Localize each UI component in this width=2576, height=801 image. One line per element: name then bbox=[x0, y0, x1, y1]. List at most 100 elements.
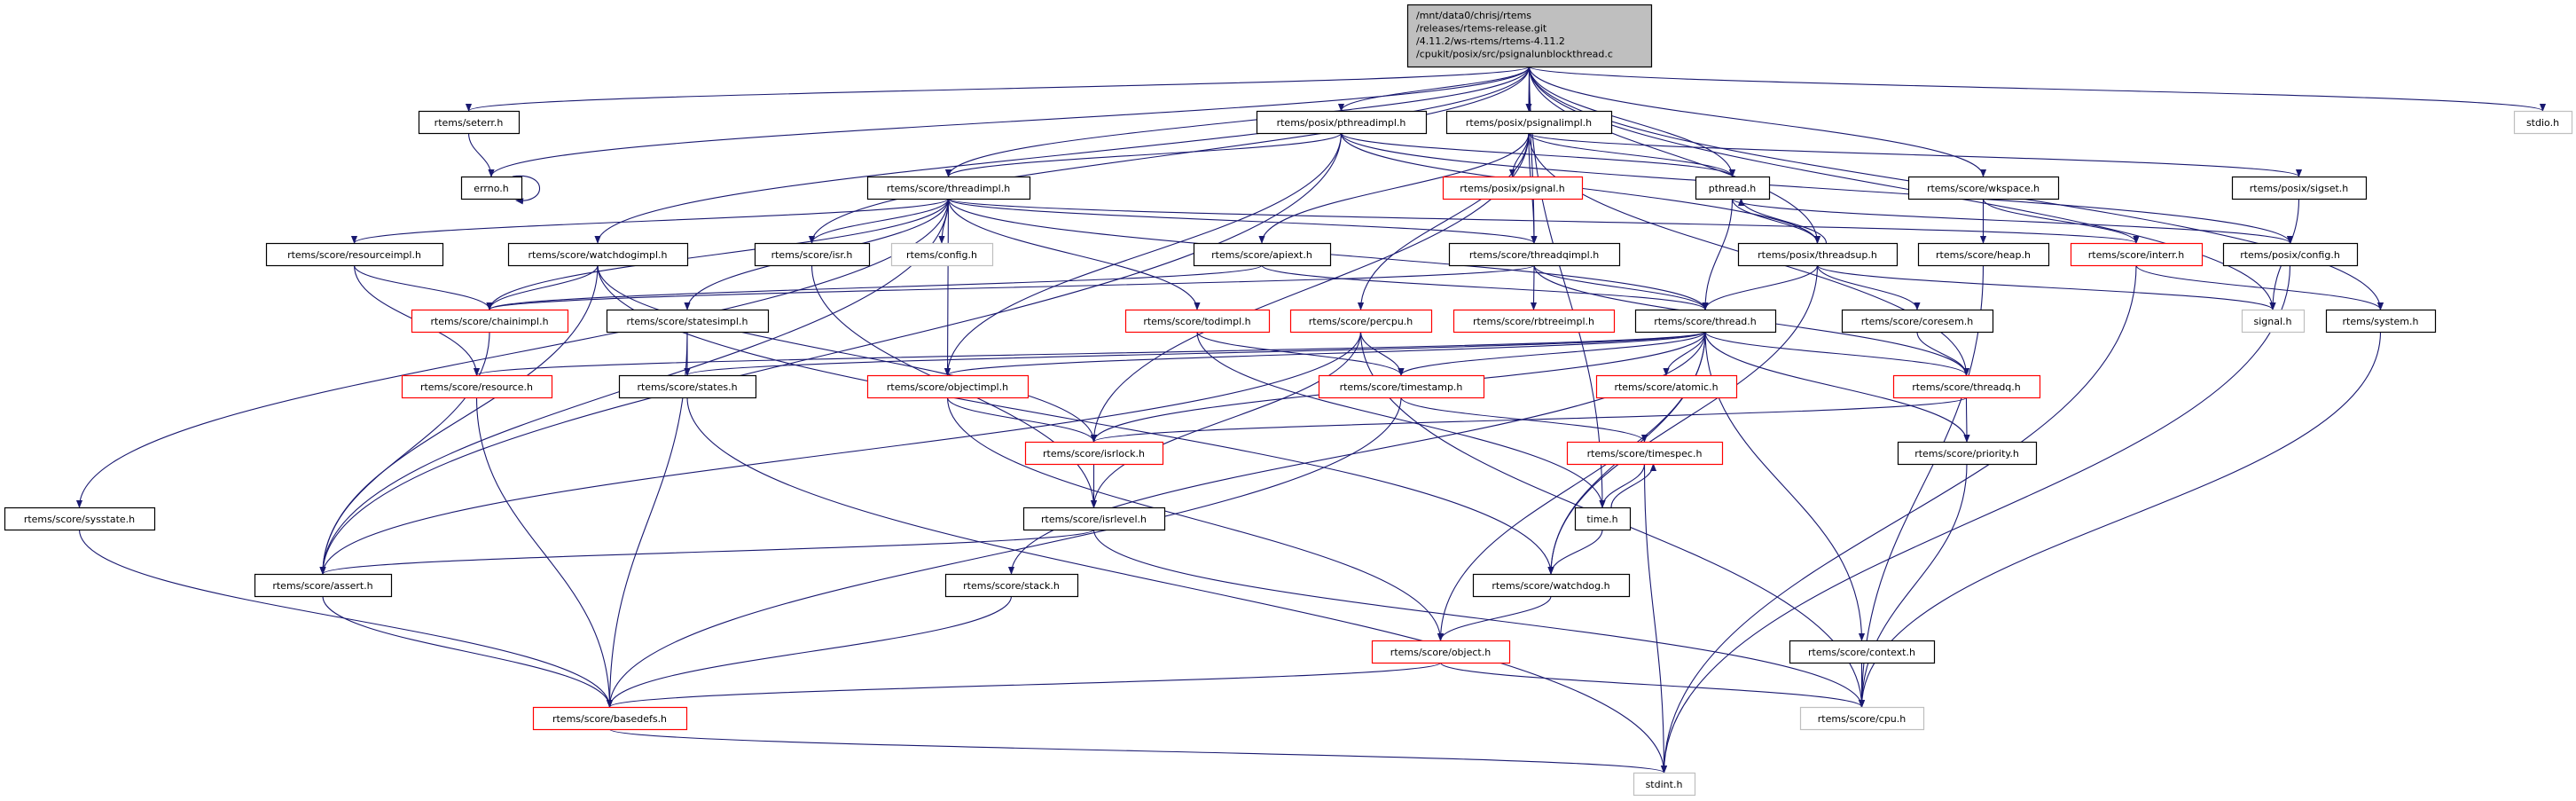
node-posixconfig[interactable]: rtems/posix/config.h bbox=[2222, 242, 2359, 267]
node-object[interactable]: rtems/score/object.h bbox=[1371, 640, 1511, 664]
node-box bbox=[1634, 309, 1777, 334]
node-label: rtems/score/heap.h bbox=[1936, 249, 2031, 261]
node-stdio[interactable]: stdio.h bbox=[2513, 110, 2573, 135]
edge-objectimpl-to-object bbox=[946, 397, 1445, 641]
node-chainimpl[interactable]: rtems/score/chainimpl.h bbox=[411, 309, 569, 334]
node-label: rtems/posix/psignal.h bbox=[1460, 183, 1564, 194]
node-label: errno.h bbox=[474, 183, 508, 194]
edge-posixconfig-to-stdint bbox=[1660, 264, 2291, 774]
node-watchdog[interactable]: rtems/score/watchdog.h bbox=[1472, 573, 1631, 598]
edge-resource-to-basedefs bbox=[475, 397, 614, 708]
node-isrlock[interactable]: rtems/score/isrlock.h bbox=[1024, 441, 1164, 466]
edge-threadq-to-priority bbox=[1963, 397, 1970, 443]
node-isr[interactable]: rtems/score/isr.h bbox=[754, 242, 871, 267]
node-label: rtems/score/basedefs.h bbox=[552, 713, 667, 725]
edge-timespec-to-stdint bbox=[1643, 463, 1668, 774]
node-psignal[interactable]: rtems/posix/psignal.h bbox=[1442, 176, 1584, 200]
node-threadimpl[interactable]: rtems/score/threadimpl.h bbox=[866, 176, 1031, 200]
node-assert[interactable]: rtems/score/assert.h bbox=[254, 573, 393, 598]
node-cpu[interactable]: rtems/score/cpu.h bbox=[1799, 706, 1925, 731]
node-percpu[interactable]: rtems/score/percpu.h bbox=[1289, 309, 1433, 334]
node-states[interactable]: rtems/score/states.h bbox=[618, 374, 757, 399]
node-box bbox=[1472, 573, 1631, 598]
edge-interr-to-stdint bbox=[1660, 264, 2137, 774]
edge-resourceimpl-to-chainimpl bbox=[353, 264, 493, 310]
node-label-line: /mnt/data0/chrisj/rtems bbox=[1416, 10, 1531, 21]
node-label: rtems/score/resource.h bbox=[420, 381, 533, 393]
edge-threadqimpl-to-chainimpl bbox=[486, 264, 1535, 310]
node-apiext[interactable]: rtems/score/apiext.h bbox=[1193, 242, 1332, 267]
node-priority[interactable]: rtems/score/priority.h bbox=[1897, 441, 2038, 466]
node-errno[interactable]: errno.h bbox=[460, 176, 523, 200]
node-coresem[interactable]: rtems/score/coresem.h bbox=[1841, 309, 1994, 334]
node-system[interactable]: rtems/system.h bbox=[2325, 309, 2437, 334]
node-interr[interactable]: rtems/score/interr.h bbox=[2070, 242, 2204, 267]
node-atomic[interactable]: rtems/score/atomic.h bbox=[1595, 374, 1738, 399]
node-box bbox=[1124, 309, 1271, 334]
node-psignalimpl[interactable]: rtems/posix/psignalimpl.h bbox=[1445, 110, 1613, 135]
node-label: rtems/seterr.h bbox=[435, 117, 504, 129]
edge-object-to-basedefs bbox=[607, 662, 1442, 708]
node-main[interactable]: /mnt/data0/chrisj/rtems/releases/rtems-r… bbox=[1406, 4, 1653, 68]
node-box bbox=[1452, 309, 1616, 334]
node-timespec[interactable]: rtems/score/timespec.h bbox=[1566, 441, 1724, 466]
node-label-line: /cpukit/posix/src/psignalunblockthread.c bbox=[1416, 49, 1613, 60]
node-label: stdio.h bbox=[2526, 117, 2559, 129]
node-label: rtems/score/apiext.h bbox=[1211, 249, 1312, 261]
edge-watchdog-to-object bbox=[1437, 595, 1552, 641]
edge-main-to-wkspace bbox=[1528, 66, 1987, 177]
node-statesimpl[interactable]: rtems/score/statesimpl.h bbox=[606, 309, 770, 334]
edge-chainimpl-to-assert bbox=[319, 331, 490, 575]
nodes-layer: /mnt/data0/chrisj/rtems/releases/rtems-r… bbox=[4, 4, 2573, 797]
node-threadq[interactable]: rtems/score/threadq.h bbox=[1892, 374, 2041, 399]
node-threadqimpl[interactable]: rtems/score/threadqimpl.h bbox=[1448, 242, 1621, 267]
node-box bbox=[1371, 640, 1511, 664]
edge-main-to-errno bbox=[488, 66, 1531, 177]
node-heap[interactable]: rtems/score/heap.h bbox=[1917, 242, 2050, 267]
node-label: rtems/score/chainimpl.h bbox=[430, 316, 548, 327]
edge-percpu-to-isrlevel bbox=[1090, 331, 1362, 508]
node-seterr[interactable]: rtems/seterr.h bbox=[418, 110, 521, 135]
node-rbtreeimpl[interactable]: rtems/score/rbtreeimpl.h bbox=[1452, 309, 1616, 334]
node-label: rtems/score/coresem.h bbox=[1861, 316, 1974, 327]
edge-percpu-to-assert bbox=[319, 331, 1362, 575]
node-stack[interactable]: rtems/score/stack.h bbox=[944, 573, 1079, 598]
node-label: rtems/score/todimpl.h bbox=[1143, 316, 1250, 327]
node-label: rtems/posix/sigset.h bbox=[2250, 183, 2349, 194]
node-box bbox=[418, 110, 521, 135]
node-isrlevel[interactable]: rtems/score/isrlevel.h bbox=[1022, 507, 1166, 531]
node-box bbox=[254, 573, 393, 598]
node-box bbox=[866, 374, 1030, 399]
edge-threadsup-to-pthread bbox=[1737, 198, 1828, 244]
node-todimpl[interactable]: rtems/score/todimpl.h bbox=[1124, 309, 1271, 334]
node-box bbox=[2241, 309, 2306, 334]
node-sysstate[interactable]: rtems/score/sysstate.h bbox=[4, 507, 156, 531]
node-signal[interactable]: signal.h bbox=[2241, 309, 2306, 334]
edge-objectimpl-to-isrlock bbox=[946, 397, 1098, 443]
node-pthread[interactable]: pthread.h bbox=[1695, 176, 1771, 200]
node-box bbox=[401, 374, 553, 399]
node-label: pthread.h bbox=[1709, 183, 1757, 194]
edge-main-to-stdio bbox=[1528, 66, 2546, 112]
node-timestamp[interactable]: rtems/score/timestamp.h bbox=[1318, 374, 1485, 399]
node-basedefs[interactable]: rtems/score/basedefs.h bbox=[532, 706, 688, 731]
node-wkspace[interactable]: rtems/score/wkspace.h bbox=[1907, 176, 2060, 200]
node-sigset[interactable]: rtems/posix/sigset.h bbox=[2231, 176, 2368, 200]
node-thread[interactable]: rtems/score/thread.h bbox=[1634, 309, 1777, 334]
node-pthreadimpl[interactable]: rtems/posix/pthreadimpl.h bbox=[1256, 110, 1428, 135]
node-watchdogimpl[interactable]: rtems/score/watchdogimpl.h bbox=[507, 242, 689, 267]
node-stdint[interactable]: stdint.h bbox=[1633, 772, 1696, 797]
node-objectimpl[interactable]: rtems/score/objectimpl.h bbox=[866, 374, 1030, 399]
node-resource[interactable]: rtems/score/resource.h bbox=[401, 374, 553, 399]
node-box bbox=[1841, 309, 1994, 334]
edge-thread-to-threadq bbox=[1704, 331, 1969, 376]
node-config[interactable]: rtems/config.h bbox=[890, 242, 994, 267]
node-box bbox=[1442, 176, 1584, 200]
node-label: rtems/score/wkspace.h bbox=[1927, 183, 2040, 194]
node-context[interactable]: rtems/score/context.h bbox=[1789, 640, 1936, 664]
node-time[interactable]: time.h bbox=[1574, 507, 1632, 531]
node-box bbox=[507, 242, 689, 267]
node-resourceimpl[interactable]: rtems/score/resourceimpl.h bbox=[265, 242, 444, 267]
edge-assert-to-basedefs bbox=[322, 595, 614, 708]
node-threadsup[interactable]: rtems/posix/threadsup.h bbox=[1737, 242, 1899, 267]
